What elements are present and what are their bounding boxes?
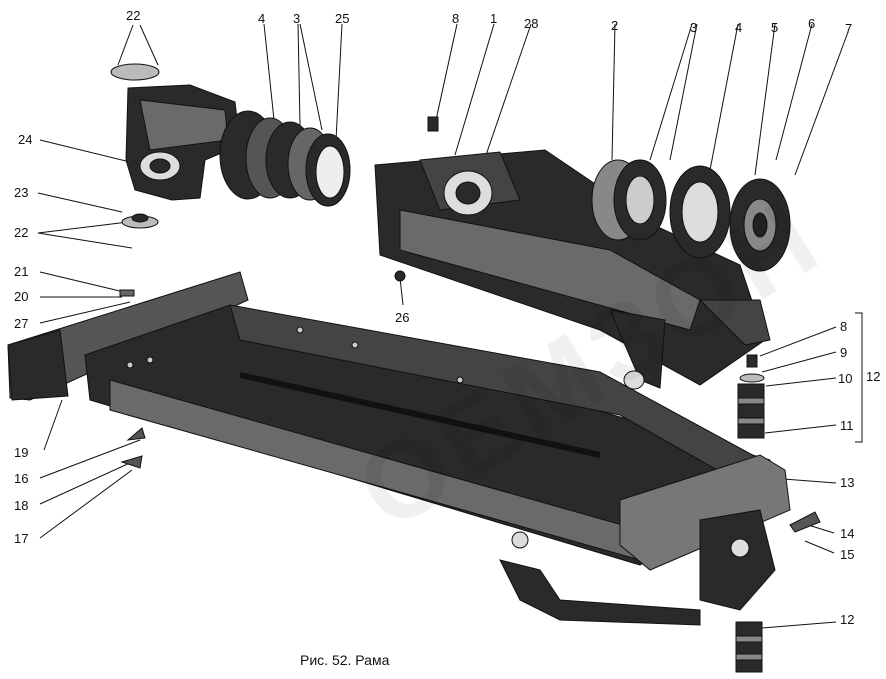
callout-8-right: 8	[840, 319, 848, 334]
callout-12-bottom: 12	[840, 612, 855, 627]
callout-4-front: 4	[258, 11, 266, 26]
rear-axle-beam	[374, 149, 771, 390]
callout-19: 19	[14, 445, 29, 460]
callout-7: 7	[845, 21, 853, 36]
callout-17: 17	[14, 531, 29, 546]
callout-26: 26	[395, 310, 410, 325]
callout-22-left: 22	[14, 225, 29, 240]
rear-bushings	[591, 159, 791, 272]
callout-24: 24	[18, 132, 33, 147]
callout-5: 5	[771, 20, 779, 35]
callout-12-group: 12	[866, 369, 881, 384]
figure-caption: Рис. 52. Рама	[300, 652, 390, 668]
callout-9: 9	[840, 345, 848, 360]
callout-2: 2	[611, 18, 619, 33]
callout-14: 14	[840, 526, 855, 541]
callout-18: 18	[14, 498, 29, 513]
callout-13: 13	[840, 475, 855, 490]
callout-10: 10	[838, 371, 853, 386]
callout-20: 20	[14, 289, 29, 304]
callout-3-rear: 3	[690, 20, 698, 35]
callout-3-front: 3	[293, 11, 301, 26]
callout-21: 21	[14, 264, 29, 279]
leader-lines	[37, 23, 863, 629]
front-bracket	[110, 63, 241, 201]
callout-1: 1	[490, 11, 498, 26]
callout-25: 25	[335, 11, 350, 26]
main-frame	[7, 271, 791, 626]
callout-23: 23	[14, 185, 29, 200]
callout-16: 16	[14, 471, 29, 486]
callout-8-top: 8	[452, 11, 460, 26]
callout-4-rear: 4	[735, 20, 743, 35]
small-parts	[119, 116, 821, 673]
callout-6: 6	[808, 16, 816, 31]
callout-27: 27	[14, 316, 29, 331]
callout-15: 15	[840, 547, 855, 562]
callout-11: 11	[840, 418, 854, 433]
front-bushings	[219, 110, 351, 207]
callout-28: 28	[524, 16, 539, 31]
callout-22-top: 22	[126, 8, 141, 23]
